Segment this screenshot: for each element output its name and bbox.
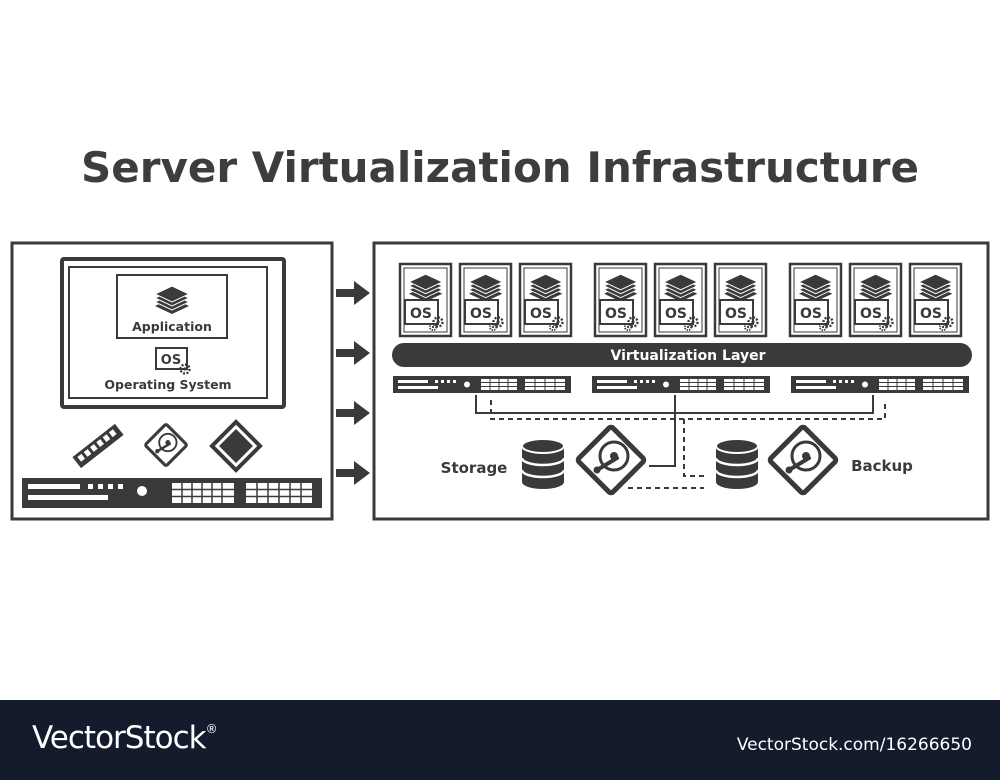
vm-os-box xyxy=(719,299,754,325)
vm-os-box xyxy=(854,299,889,325)
vm-os-badge: OS xyxy=(920,306,942,322)
vm-os-badge: OS xyxy=(605,306,627,322)
vm-os-badge: OS xyxy=(665,306,687,322)
virtualization-layer-bar xyxy=(392,343,972,367)
vm-card: OS xyxy=(788,262,843,338)
vm-card: OS xyxy=(458,262,513,338)
vm-os-badge: OS xyxy=(725,306,747,322)
hard-drive-icon xyxy=(769,426,837,494)
virtual-machines: OS OS OS OS OS OS OS OS OS xyxy=(398,262,963,338)
vm-os-badge: OS xyxy=(860,306,882,322)
storage-label: Storage xyxy=(441,459,508,477)
physical-server-panel xyxy=(10,241,334,521)
app-stack-icon xyxy=(154,285,190,315)
arrow-right-icon xyxy=(336,281,370,305)
monitor-frame xyxy=(60,257,286,409)
physical-rack-server xyxy=(22,478,322,508)
vm-card: OS xyxy=(848,262,903,338)
vm-os-box xyxy=(794,299,829,325)
brand-logo: VectorStock® xyxy=(32,720,218,756)
vm-os-box xyxy=(914,299,949,325)
rack-server-1 xyxy=(392,375,572,394)
page-title: Server Virtualization Infrastructure xyxy=(81,143,919,192)
image-id: VectorStock.com/16266650 xyxy=(736,735,972,755)
virtualization-layer-label: Virtualization Layer xyxy=(610,348,765,364)
vm-os-badge: OS xyxy=(410,306,432,322)
network-connections xyxy=(475,395,886,489)
arrow-right-icon xyxy=(336,341,370,365)
rack-server-3 xyxy=(790,375,970,394)
arrow-right-icon xyxy=(336,401,370,425)
vm-os-box xyxy=(524,299,559,325)
os-badge-text: OS xyxy=(161,353,181,368)
vm-os-box xyxy=(599,299,634,325)
virtualized-infrastructure-panel xyxy=(372,241,990,521)
vm-card: OS xyxy=(398,262,453,338)
ram-icon xyxy=(72,423,124,469)
vm-card: OS xyxy=(713,262,768,338)
virtualization-diagram: Application OS Operating System CPU xyxy=(10,241,990,521)
footer-banner: VectorStock® VectorStock.com/16266650 xyxy=(0,700,1000,780)
vm-os-box xyxy=(464,299,499,325)
hard-drive-icon xyxy=(577,426,645,494)
vm-card: OS xyxy=(593,262,648,338)
hard-drive-icon xyxy=(143,422,189,468)
application-box xyxy=(116,274,228,339)
vm-os-badge: OS xyxy=(530,306,552,322)
vm-os-box xyxy=(404,299,439,325)
os-badge-box xyxy=(155,347,188,370)
vm-card: OS xyxy=(653,262,708,338)
vm-os-box xyxy=(659,299,694,325)
brand-name: VectorStock xyxy=(32,720,207,756)
application-label: Application xyxy=(132,319,212,334)
database-icon xyxy=(714,437,760,491)
rack-server-2 xyxy=(591,375,771,394)
cpu-icon xyxy=(209,419,263,473)
vm-card: OS xyxy=(908,262,963,338)
arrow-right-icon xyxy=(336,461,370,485)
vm-os-badge: OS xyxy=(470,306,492,322)
operating-system-label: Operating System xyxy=(104,377,231,392)
registered-mark: ® xyxy=(205,722,218,736)
database-icon xyxy=(520,437,566,491)
vm-card: OS xyxy=(518,262,573,338)
vm-os-badge: OS xyxy=(800,306,822,322)
monitor-screen xyxy=(68,266,268,399)
backup-label: Backup xyxy=(851,457,913,475)
